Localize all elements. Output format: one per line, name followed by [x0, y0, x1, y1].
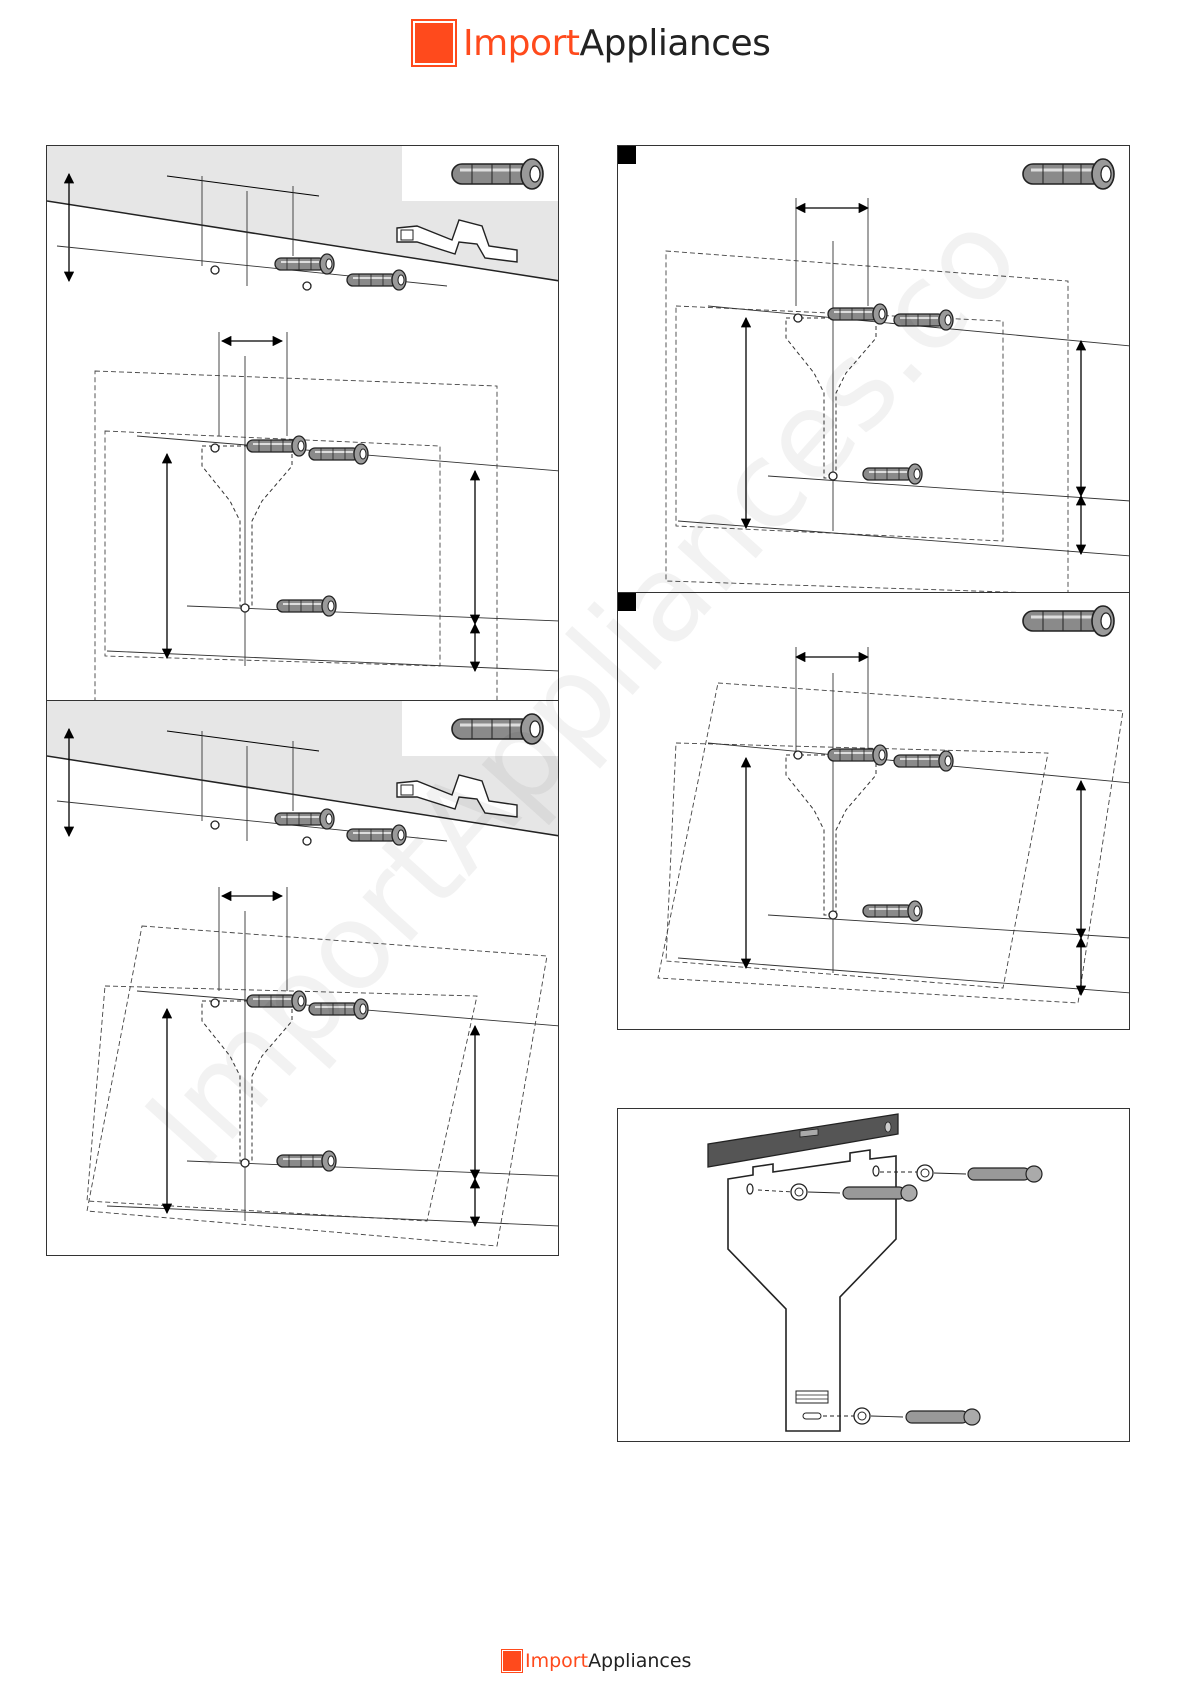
brand-logo-square-icon: [415, 23, 453, 63]
instruction-panel-step-1: [46, 145, 559, 701]
brand-logo-square-icon: [503, 1651, 521, 1671]
mounting-plate-diagram: [618, 1109, 1130, 1442]
brand-name-part2: Appliances: [579, 23, 770, 64]
wall-mount-diagram-1: [47, 146, 559, 701]
instruction-panel-plate-fixing: [617, 1108, 1130, 1442]
brand-name-part1: Import: [525, 1650, 588, 1672]
brand-name-part1: Import: [463, 23, 579, 64]
brand-name-part2: Appliances: [588, 1650, 691, 1672]
